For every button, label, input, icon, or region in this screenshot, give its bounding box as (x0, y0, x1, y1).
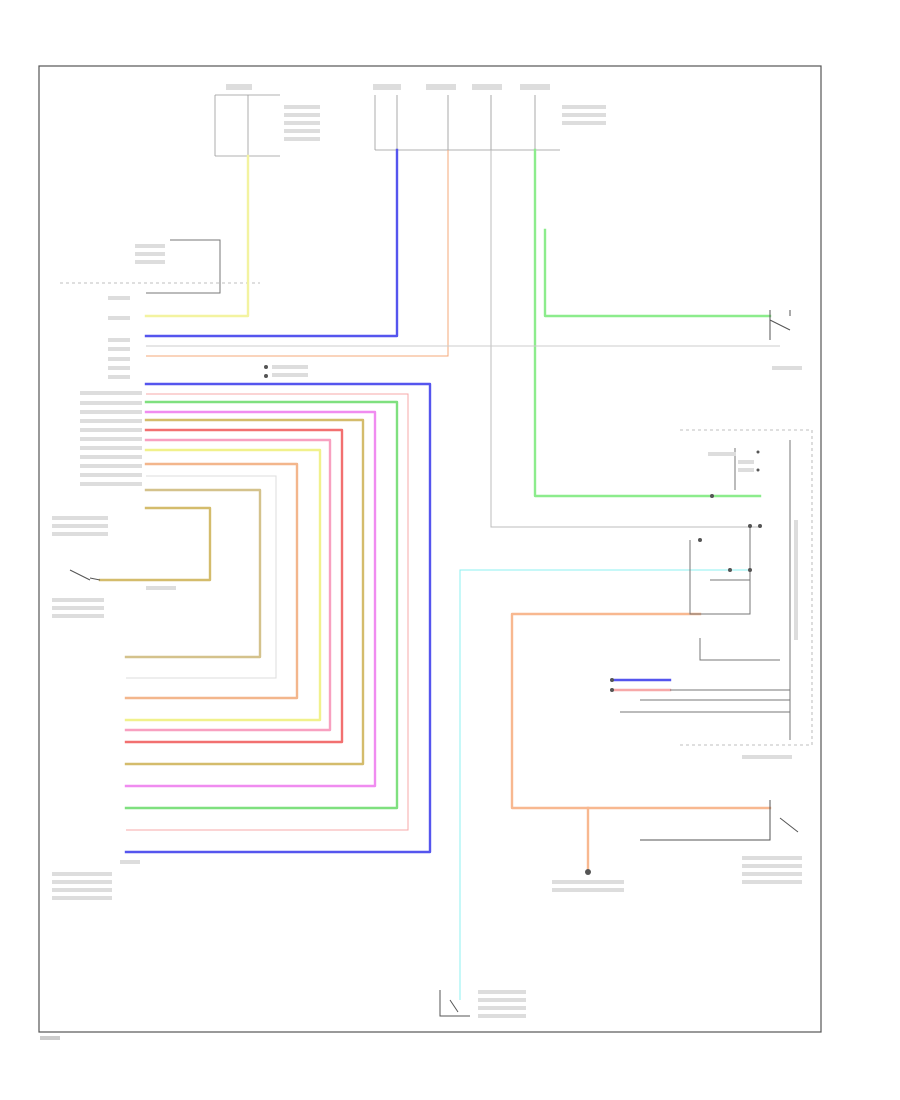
wire-yellow-bus (124, 448, 322, 722)
wire-green-bus (124, 400, 399, 810)
wire-orange-bus (124, 462, 299, 700)
wire-white-bus (126, 475, 277, 679)
wire-red-bus (124, 428, 344, 744)
wire-olive-bus (124, 488, 262, 659)
diagram-frame (38, 65, 822, 1033)
wire-pink-bus (126, 393, 409, 831)
top-left-power-box (214, 84, 320, 157)
wire-yellow-top (144, 154, 250, 318)
wire-cyan (459, 569, 750, 1000)
wire-light-orange-loop (510, 612, 772, 810)
left-connector-labels (80, 296, 142, 486)
wire-green-top (533, 148, 762, 498)
wire-blue-bus (124, 382, 432, 854)
bottom-right-switch (640, 800, 802, 884)
wire-orange-top (146, 150, 449, 357)
right-control-module (680, 429, 813, 759)
wire-magenta-bus (124, 410, 377, 788)
right-module-upper (708, 448, 760, 490)
left-middle-switch (52, 506, 212, 618)
wire-tan-bus (124, 418, 365, 766)
wire-blue-top (144, 148, 399, 338)
top-right-switch (769, 310, 802, 370)
bottom-switch (439, 990, 526, 1018)
upper-left-switch (60, 239, 260, 294)
fuse-block (373, 84, 606, 151)
wire-green-branch (543, 228, 772, 318)
wire-gray-top (490, 150, 760, 528)
wire-pink2-bus (124, 438, 332, 732)
